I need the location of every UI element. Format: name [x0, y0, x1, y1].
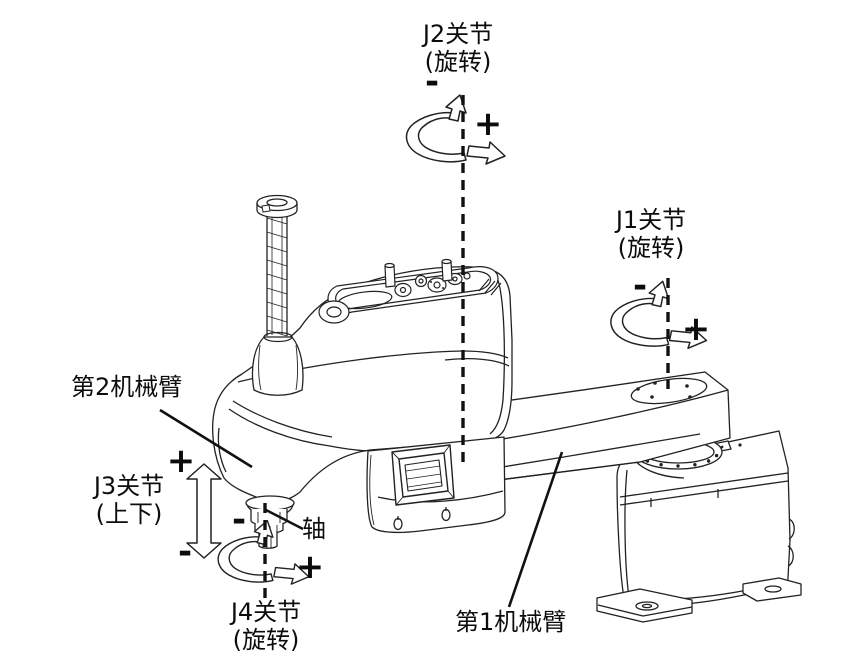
- j1-joint-subtitle: (旋转): [617, 234, 685, 262]
- j4-joint-label: J4关节 (旋转): [212, 598, 320, 654]
- j1-minus-sign: -: [632, 266, 648, 306]
- bellows-cone: [251, 331, 304, 396]
- shaft-label: 轴: [302, 515, 326, 543]
- j3-updown-arrow: [186, 463, 222, 559]
- arm2-top-panel: [318, 258, 502, 324]
- j1-joint-label: J1关节 (旋转): [594, 206, 708, 262]
- panel-corner-ribs: [478, 278, 502, 296]
- j1-joint-title: J1关节: [615, 206, 687, 234]
- shaft-leader-line: [265, 508, 304, 531]
- base-seam-line: [619, 472, 789, 498]
- base-connector-bump: [788, 518, 795, 540]
- j2-joint-label: J2关节 (旋转): [398, 20, 518, 76]
- base-foot-right: [742, 577, 802, 602]
- j3-joint-title: J3关节: [93, 472, 165, 500]
- j4-joint-title: J4关节: [230, 598, 302, 626]
- j2-plus-sign: +: [473, 104, 503, 144]
- j3-plus-sign: +: [166, 441, 196, 481]
- robot-arm1: [489, 371, 731, 482]
- j2-joint-subtitle: (旋转): [424, 48, 492, 76]
- ball-screw-shaft: [256, 194, 298, 337]
- panel-connectors: [384, 258, 471, 298]
- j1-flange: [630, 377, 708, 405]
- j2-joint-title: J2关节: [422, 20, 494, 48]
- screw-threads: [266, 217, 288, 337]
- base-foot-left: [596, 588, 693, 623]
- arm1-leader-line: [507, 451, 564, 608]
- j2-minus-sign: -: [424, 62, 440, 102]
- base-left-edge-line: [624, 469, 630, 599]
- j1-plus-sign: +: [681, 309, 711, 349]
- j4-plus-sign: +: [295, 547, 325, 587]
- j3-minus-sign: -: [177, 532, 193, 572]
- j3-joint-subtitle: (上下): [95, 500, 163, 528]
- j3-joint-label: J3关节 (上下): [76, 472, 182, 528]
- j4-minus-sign: -: [231, 500, 247, 540]
- arm1-label: 第1机械臂: [455, 608, 567, 636]
- arm2-label: 第2机械臂: [71, 373, 183, 401]
- screw-top-cap: [256, 194, 298, 219]
- arm2-leader-line: [159, 408, 253, 469]
- panel-motor-cap: [318, 300, 350, 324]
- arm-side-window: [391, 444, 455, 506]
- j4-joint-subtitle: (旋转): [232, 626, 300, 654]
